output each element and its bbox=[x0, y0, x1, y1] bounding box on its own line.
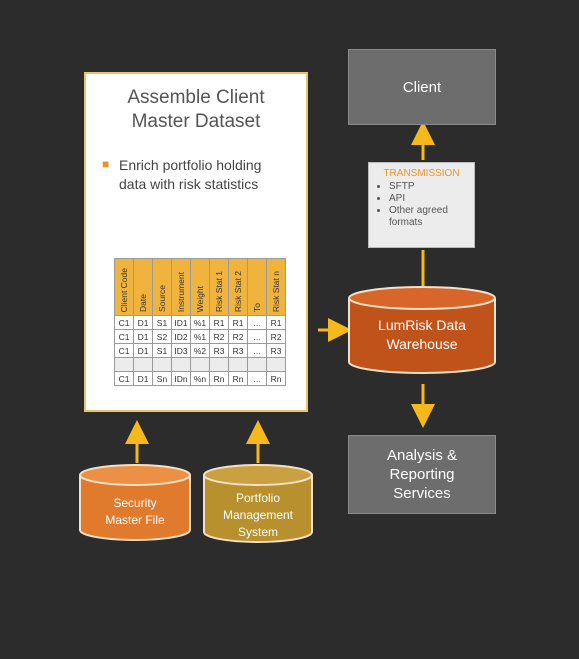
table-cell: R2 bbox=[266, 329, 286, 344]
table-header: Risk Stat 1 bbox=[209, 258, 229, 316]
client-dataset-table: Client Code Date Source Instrument Weigh… bbox=[114, 258, 286, 386]
table-header: Source bbox=[152, 258, 172, 316]
table-header: Date bbox=[133, 258, 153, 316]
table-row: C1 D1 S1 ID3 %2 R3 R3 ... R3 bbox=[114, 343, 286, 358]
warehouse-label: LumRisk Data Warehouse bbox=[349, 316, 495, 354]
table-header: Risk Stat 2 bbox=[228, 258, 248, 316]
table-cell: C1 bbox=[114, 371, 134, 386]
table-cell bbox=[114, 357, 134, 372]
table-cell bbox=[247, 357, 267, 372]
table-cell: Rn bbox=[209, 371, 229, 386]
table-cell: IDn bbox=[171, 371, 191, 386]
table-cell: C1 bbox=[114, 315, 134, 330]
table-cell: S1 bbox=[152, 343, 172, 358]
analysis-label-line1: Analysis & bbox=[386, 447, 458, 464]
table-header: To bbox=[247, 258, 267, 316]
bullet-square-icon: ■ bbox=[102, 157, 110, 171]
table-cell bbox=[190, 357, 210, 372]
security-master-label-line1: Security bbox=[113, 496, 157, 510]
table-row: C1 D1 S2 ID2 %1 R2 R2 ... R2 bbox=[114, 329, 286, 344]
table-cell: R3 bbox=[228, 343, 248, 358]
portfolio-label-line1: Portfolio bbox=[235, 491, 281, 505]
table-cell bbox=[171, 357, 191, 372]
table-cell bbox=[133, 357, 153, 372]
table-cell: R3 bbox=[209, 343, 229, 358]
table-cell bbox=[228, 357, 248, 372]
table-cell: R1 bbox=[228, 315, 248, 330]
security-master-label: Security Master File bbox=[80, 495, 190, 529]
table-cell: Sn bbox=[152, 371, 172, 386]
table-row bbox=[114, 357, 286, 372]
table-cell: S1 bbox=[152, 315, 172, 330]
table-cell: S2 bbox=[152, 329, 172, 344]
table-cell: R1 bbox=[209, 315, 229, 330]
table-cell: ... bbox=[247, 343, 267, 358]
security-master-cylinder bbox=[79, 464, 191, 541]
table-cell: R3 bbox=[266, 343, 286, 358]
transmission-title: TRANSMISSION bbox=[383, 168, 460, 179]
analysis-label-line3: Services bbox=[393, 485, 451, 502]
table-header: Risk Stat n bbox=[266, 258, 286, 316]
dataset-title-line2: Master Dataset bbox=[131, 111, 261, 132]
table-cell: D1 bbox=[133, 329, 153, 344]
warehouse-cylinder bbox=[348, 286, 496, 374]
analysis-box: Analysis & Reporting Services bbox=[348, 435, 496, 514]
dataset-bullet: ■ Enrich portfolio holding data with ris… bbox=[102, 156, 302, 194]
table-cell: ID1 bbox=[171, 315, 191, 330]
portfolio-management-label: Portfolio Management System bbox=[204, 490, 312, 541]
table-cell: Rn bbox=[228, 371, 248, 386]
table-cell bbox=[209, 357, 229, 372]
table-cell: ... bbox=[247, 371, 267, 386]
portfolio-label-line3: System bbox=[237, 525, 278, 539]
transmission-list: SFTP API Other agreed formats bbox=[375, 181, 468, 229]
table-row: C1 D1 Sn IDn %n Rn Rn ... Rn bbox=[114, 371, 286, 386]
table-cell: D1 bbox=[133, 343, 153, 358]
table-cell: Rn bbox=[266, 371, 286, 386]
table-cell: D1 bbox=[133, 315, 153, 330]
table-cell: R2 bbox=[209, 329, 229, 344]
warehouse-label-line2: Warehouse bbox=[386, 336, 458, 352]
portfolio-management-cylinder bbox=[203, 464, 313, 543]
table-cell bbox=[266, 357, 286, 372]
table-row: C1 D1 S1 ID1 %1 R1 R1 ... R1 bbox=[114, 315, 286, 330]
dataset-title: Assemble Client Master Dataset bbox=[86, 86, 306, 134]
table-cell: ... bbox=[247, 329, 267, 344]
table-cell: %1 bbox=[190, 315, 210, 330]
table-cell: R2 bbox=[228, 329, 248, 344]
transmission-item: Other agreed formats bbox=[389, 205, 468, 229]
client-box: Client bbox=[348, 49, 496, 125]
table-header: Client Code bbox=[114, 258, 134, 316]
dataset-title-line1: Assemble Client bbox=[127, 87, 265, 108]
transmission-item: SFTP bbox=[389, 181, 468, 193]
bullet-text-line1: Enrich portfolio holding bbox=[119, 157, 262, 173]
portfolio-label-line2: Management bbox=[222, 508, 294, 522]
table-cell: ... bbox=[247, 315, 267, 330]
table-cell: %n bbox=[190, 371, 210, 386]
security-master-label-line2: Master File bbox=[105, 513, 165, 527]
warehouse-label-line1: LumRisk Data bbox=[378, 317, 466, 333]
table-cell: %1 bbox=[190, 329, 210, 344]
table-cell: %2 bbox=[190, 343, 210, 358]
table-header: Weight bbox=[190, 258, 210, 316]
table-header: Instrument bbox=[171, 258, 191, 316]
table-cell: C1 bbox=[114, 343, 134, 358]
client-label: Client bbox=[402, 78, 442, 96]
table-cell: R1 bbox=[266, 315, 286, 330]
table-cell: D1 bbox=[133, 371, 153, 386]
table-cell: C1 bbox=[114, 329, 134, 344]
table-cell: ID2 bbox=[171, 329, 191, 344]
table-cell: ID3 bbox=[171, 343, 191, 358]
analysis-label-line2: Reporting bbox=[389, 466, 455, 483]
bullet-text-line2: data with risk statistics bbox=[119, 176, 259, 192]
transmission-box: TRANSMISSION SFTP API Other agreed forma… bbox=[368, 162, 475, 248]
transmission-item: API bbox=[389, 193, 468, 205]
table-cell bbox=[152, 357, 172, 372]
